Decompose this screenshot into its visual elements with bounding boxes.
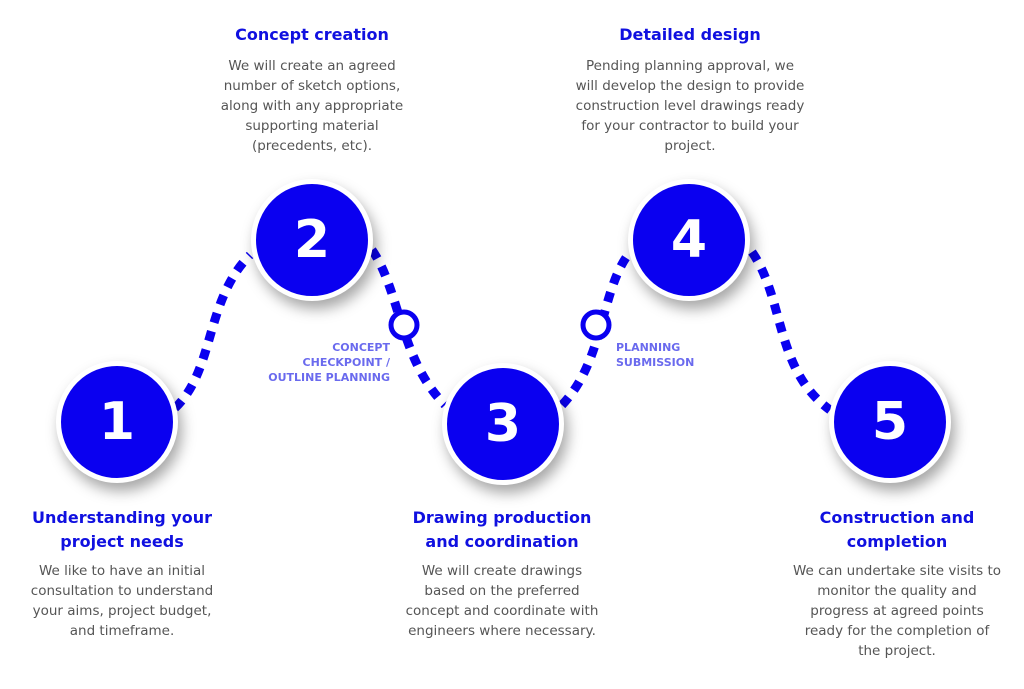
step-5-desc: We can undertake site visits to monitor …	[792, 563, 1002, 659]
step-2-desc: We will create an agreed number of sketc…	[220, 58, 404, 154]
step-2-title: Concept creation	[235, 25, 389, 44]
step-5-circle: 5	[829, 361, 951, 483]
step-1-circle: 1	[56, 361, 178, 483]
step-3-desc: We will create drawings based on the pre…	[405, 563, 599, 639]
checkpoint-marker-1	[388, 309, 420, 341]
step-4-title: Detailed design	[619, 25, 761, 44]
step-3-circle: 3	[442, 363, 564, 485]
step-3-title: Drawing production and coordination	[412, 508, 592, 551]
checkpoint-label-1: CONCEPT CHECKPOINT / OUTLINE PLANNING	[268, 341, 390, 384]
step-2-circle: 2	[251, 179, 373, 301]
checkpoint-label-2: PLANNING SUBMISSION	[616, 341, 695, 369]
step-1-title: Understanding your project needs	[32, 508, 212, 551]
step-1-desc: We like to have an initial consultation …	[30, 563, 214, 639]
step-4-desc: Pending planning approval, we will devel…	[575, 58, 805, 154]
checkpoint-marker-2	[580, 309, 612, 341]
step-4-circle: 4	[628, 179, 750, 301]
step-5-title: Construction and completion	[819, 508, 975, 551]
